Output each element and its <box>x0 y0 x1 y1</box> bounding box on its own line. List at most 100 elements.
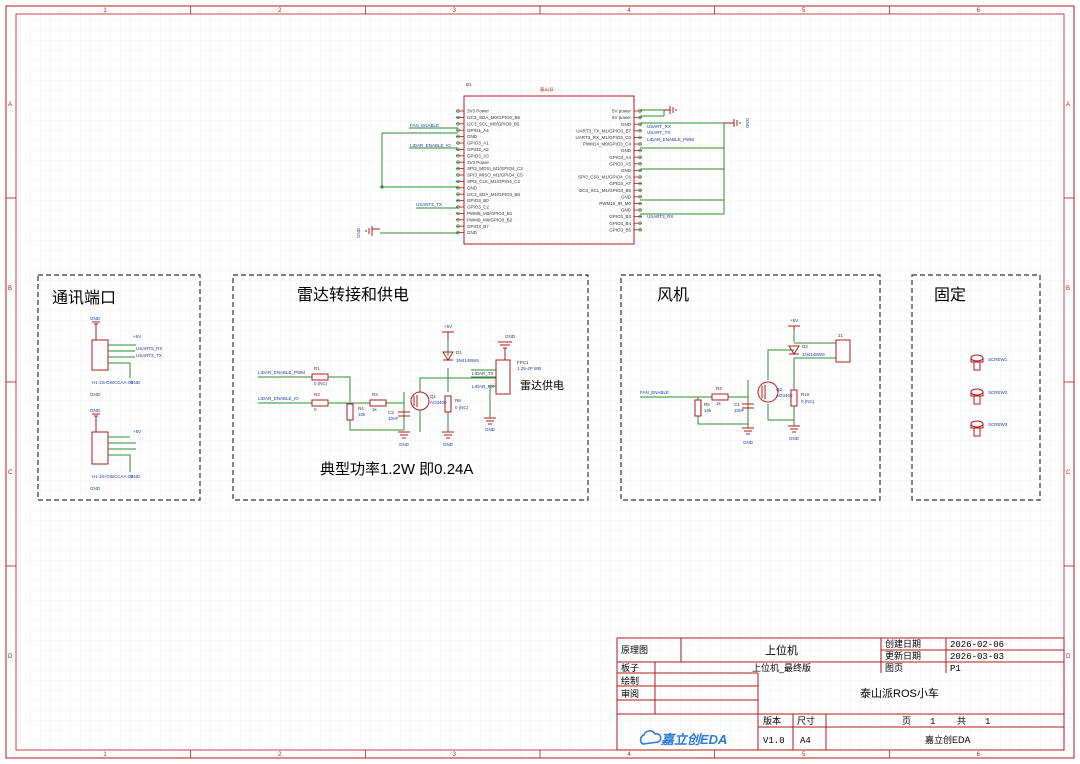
mcu-pin-left-label: PWM8_M0/GPIO3_B1 <box>467 211 513 216</box>
fan-r10-val: 0 (NC) <box>801 399 815 404</box>
lidar-r3[interactable] <box>369 399 387 407</box>
tb-company: 嘉立创EDA <box>925 734 971 745</box>
fan-5v: +5V <box>790 318 798 323</box>
mcu-pin-right-label: GND <box>621 148 632 153</box>
net-lidar-enable-pwm: LIDAR_ENABLE_PWM <box>647 137 694 142</box>
lidar-r3-val: 1k <box>372 407 378 412</box>
comm-gnd-bot1: GND <box>90 392 101 397</box>
lidar-r1[interactable] <box>311 373 329 381</box>
mcu-pin-right-label: PWM15_IR_M0 <box>599 201 631 206</box>
fan-r5-ref: R5 <box>704 402 710 407</box>
screw-icon <box>970 354 984 371</box>
frame-col-label: 4 <box>627 8 631 14</box>
net-fan-enable: FAN_ENABLE <box>410 123 439 128</box>
net-lidar-enable-io: LIDAR_ENABLE_IO <box>410 143 451 148</box>
title-block <box>616 637 1065 751</box>
fan-c1-ref: C1 <box>734 402 740 407</box>
tb-size-value: A4 <box>800 736 811 746</box>
fan-j1[interactable] <box>835 339 851 363</box>
mcu-name: 泰山派 <box>540 86 554 93</box>
lidar-gnd-3: GND <box>505 334 516 339</box>
lidar-r4-val: 10k <box>358 412 366 417</box>
comm-net-tx: USART2_TX <box>136 353 162 358</box>
frame-col-label: 3 <box>453 8 457 14</box>
frame-row-label: A <box>8 102 12 108</box>
mcu-gnd-right: GND <box>745 118 750 129</box>
mcu-gnd-label: GND <box>356 227 361 238</box>
comm-connector-2[interactable] <box>91 431 109 465</box>
mcu-pin-left-label: GPIO3_A3 <box>467 153 489 158</box>
frame-col-label: 2 <box>278 752 282 758</box>
mcu-pin-right-label: UART3_RX_M1/GPIO3_C0 <box>576 135 632 140</box>
lidar-d-ref: D1 <box>456 350 462 355</box>
comm-connector-1[interactable] <box>91 339 109 371</box>
mcu-pin-left-label: GPIO3_A2 <box>467 147 489 152</box>
fan-r3-val: 1k <box>716 401 722 406</box>
mcu-pin-right-label: GPIO3_B4 <box>609 221 631 226</box>
lidar-d1[interactable] <box>442 351 454 361</box>
lidar-c2-ref: C2 <box>388 410 394 415</box>
lidar-q1[interactable] <box>410 391 430 411</box>
tb-updated-label: 更新日期 <box>885 650 921 661</box>
frame-row-label: D <box>1066 654 1071 660</box>
fan-q-ref: Q2 <box>776 387 783 392</box>
fan-gnd-1: GND <box>743 440 754 445</box>
lidar-5v: +5V <box>444 324 452 329</box>
lidar-r1-val: 0 (NC) <box>314 381 328 386</box>
lidar-r4[interactable] <box>346 403 354 421</box>
lidar-d-val: 1N4148WS <box>456 358 479 363</box>
comm-conn2-label: H1-2S-GWCCAA-04 <box>92 474 134 479</box>
fan-d-ref: D2 <box>802 344 808 349</box>
tb-logo-text: 嘉立创EDA <box>660 732 727 747</box>
fan-j-ref: J1 <box>838 333 843 338</box>
comm-net-rx: USART5_RX <box>136 346 162 351</box>
screw-3-label: SCREW3 <box>988 422 1008 427</box>
fan-q2[interactable] <box>757 381 779 403</box>
title-block-text: 原理图 上位机 板子 上位机_最终版 绘制 审阅 创建日期 2026-02-06… <box>621 638 1004 747</box>
fan-r5[interactable] <box>694 399 702 417</box>
tb-total-word: 共 <box>957 716 966 726</box>
lidar-r2[interactable] <box>311 399 329 407</box>
mcu-block[interactable]: B1 泰山派 3V3 PowerI2C3_SDA_M0/GPIO0_B6I2C3… <box>356 82 750 245</box>
comm-gnd-top1: GND <box>90 316 101 321</box>
screw-2-label: SCREW2 <box>988 390 1008 395</box>
lidar-r6-ref: R6 <box>455 398 461 403</box>
comm-5v-1: +5V <box>133 334 141 339</box>
mcu-pin-right-label: GPIO3_B3 <box>609 214 631 219</box>
lidar-q-ref: Q1 <box>430 394 437 399</box>
lidar-q-val: AO3400 <box>430 400 447 405</box>
frame-row-label: A <box>1066 102 1070 108</box>
net-usart3-rx: USART3_RX <box>647 214 673 219</box>
mcu-pin-left-label: GND <box>467 185 478 190</box>
tb-page-word: 页 <box>902 716 911 726</box>
lidar-c2[interactable] <box>398 411 410 417</box>
mcu-pin-left-label: SPI3_MOSI_M1/GPIO4_C3 <box>467 166 523 171</box>
comm-5v-2: +5V <box>133 429 141 434</box>
fan-c1-val: 10nF <box>734 408 745 413</box>
mcu-pin-right-label: 5V power <box>612 115 632 120</box>
fan-d2[interactable] <box>788 345 800 355</box>
fan-r5-val: 10k <box>704 408 712 413</box>
screw-icon <box>970 388 984 405</box>
fan-r10-ref: R10 <box>801 392 810 397</box>
section-comm: 通讯端口 GND +5V USART5_RX USART2_TX GND H1-… <box>37 274 201 501</box>
lidar-r4-ref: R4 <box>358 406 364 411</box>
lidar-gnd-2: GND <box>443 442 454 447</box>
net-usart-rx: USART_RX <box>647 124 671 129</box>
tb-created-value: 2026-02-06 <box>950 640 1004 650</box>
lidar-c2-val: 10nF <box>388 416 399 421</box>
fan-c1[interactable] <box>742 403 754 409</box>
mcu-pin-left-label: GPIO3_C2 <box>467 205 490 210</box>
mcu-pin-left-label: I2C3_SDA_M0/GPIO0_B6 <box>467 115 521 120</box>
section-lidar: 雷达转接和供电 LIDAR_ENABLE_PWM LIDAR_ENABLE_IO… <box>232 274 589 501</box>
fan-r3[interactable] <box>711 393 729 401</box>
tb-review-label: 审阅 <box>621 688 639 699</box>
mcu-pin-right-label: GPIO3_A5 <box>609 161 631 166</box>
lidar-fpc1[interactable] <box>495 359 511 395</box>
frame-row-label: B <box>1066 286 1070 292</box>
mcu-pin-left-label: GND <box>467 134 478 139</box>
mcu-pin-left-label: GPIO3_B7 <box>467 224 489 229</box>
tb-total-no: 1 <box>985 717 990 727</box>
comm-gnd-bot2: GND <box>90 486 101 491</box>
screw-icon <box>970 420 984 437</box>
